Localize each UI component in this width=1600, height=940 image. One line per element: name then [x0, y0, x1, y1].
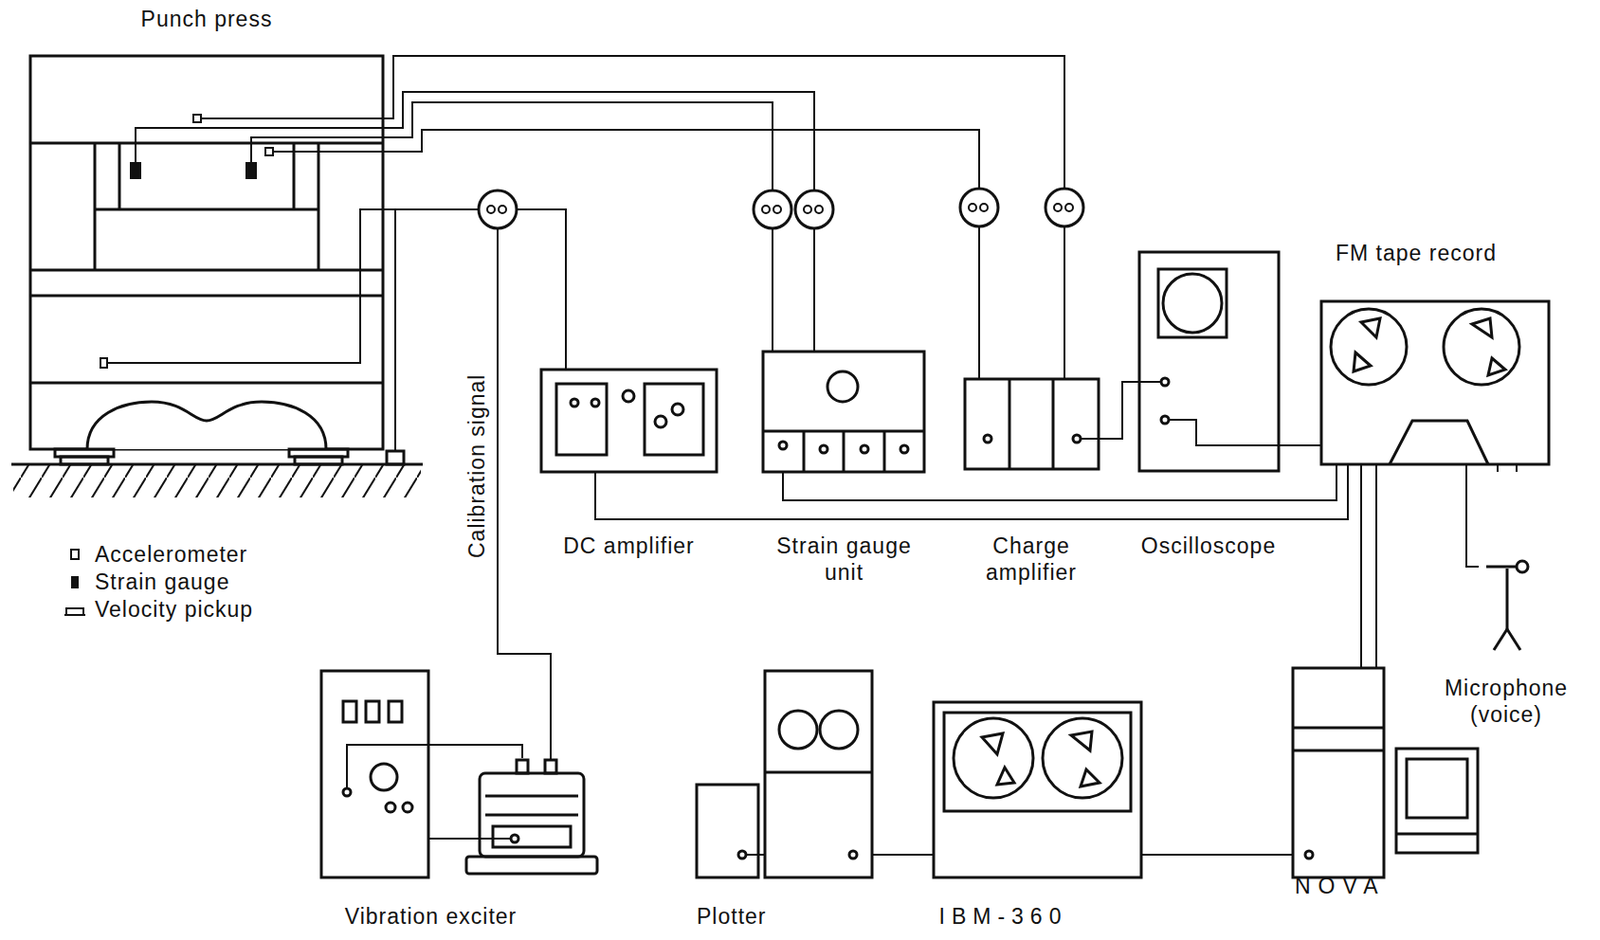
sensors — [100, 114, 404, 465]
equipment-node: FM tape record — [1321, 301, 1549, 465]
signal-wire — [1098, 381, 1140, 439]
equipment-label: Oscilloscope — [1113, 533, 1304, 561]
equipment-node: Strain gauge unit — [763, 351, 925, 473]
tape-recorder — [1321, 301, 1549, 473]
signal-wire — [382, 102, 773, 352]
equipment-label: Charge amplifier — [950, 533, 1112, 586]
legend-row: Accelerometer — [62, 542, 248, 569]
signal-wire — [1466, 464, 1479, 567]
strain-gauge-unit — [763, 351, 925, 473]
sensor-wires — [107, 118, 396, 452]
legend-symbol — [62, 545, 88, 565]
equipment-node: Microphone (voice) — [1478, 554, 1536, 650]
ibm-360 — [933, 702, 1142, 878]
plotter — [696, 671, 873, 878]
plug-pins — [487, 203, 1073, 214]
punch-press — [30, 55, 383, 465]
legend-text: Velocity pickup — [94, 597, 254, 624]
charge-amplifier — [964, 379, 1099, 470]
signal-label: Calibration signal — [464, 374, 491, 559]
signal-wire — [382, 209, 566, 370]
legend-text: Strain gauge — [94, 569, 230, 597]
equipment-label: Microphone (voice) — [1435, 675, 1578, 728]
equipment-node: Punch press — [30, 55, 383, 465]
vibration-exciter — [321, 671, 598, 878]
equipment-node: Charge amplifier — [964, 379, 1099, 470]
oscilloscope — [1139, 252, 1279, 472]
microphone — [1486, 561, 1528, 651]
legend-symbol — [62, 600, 88, 620]
equipment-node: IBM-360 — [933, 702, 1142, 878]
equipment-label: NOVA — [1294, 873, 1456, 901]
dc-amplifier — [541, 369, 717, 473]
signal-wire — [382, 129, 980, 380]
signal-wire — [782, 464, 1337, 501]
signal-wire — [1360, 464, 1363, 669]
signal-wire — [1278, 444, 1322, 447]
signal-wire — [872, 854, 934, 856]
equipment-label: DC amplifier — [541, 533, 717, 561]
equipment-label: Plotter — [696, 904, 811, 931]
signal-wire — [595, 464, 1348, 520]
signal-wire — [1375, 464, 1378, 669]
signal-wire — [382, 91, 815, 352]
legend-symbol — [62, 573, 88, 593]
equipment-label: Punch press — [30, 6, 383, 34]
equipment-node: DC amplifier — [541, 369, 717, 473]
equipment-label: FM tape record — [1292, 240, 1540, 268]
equipment-node: Plotter — [696, 671, 873, 878]
equipment-node: Oscilloscope — [1139, 252, 1279, 472]
plug-circles — [478, 188, 1084, 229]
signal-wire — [497, 209, 566, 672]
legend-row: Velocity pickup — [62, 597, 254, 624]
equipment-node: Vibration exciter — [321, 671, 598, 878]
equipment-label: IBM-360 — [899, 904, 1108, 931]
legend-row: Strain gauge — [62, 569, 230, 597]
signal-wire — [1141, 854, 1293, 856]
ground — [11, 464, 423, 498]
equipment-label: Vibration exciter — [292, 904, 569, 931]
legend-text: Accelerometer — [94, 542, 248, 569]
signal-wire — [382, 55, 1065, 380]
equipment-label: Strain gauge unit — [761, 533, 928, 586]
